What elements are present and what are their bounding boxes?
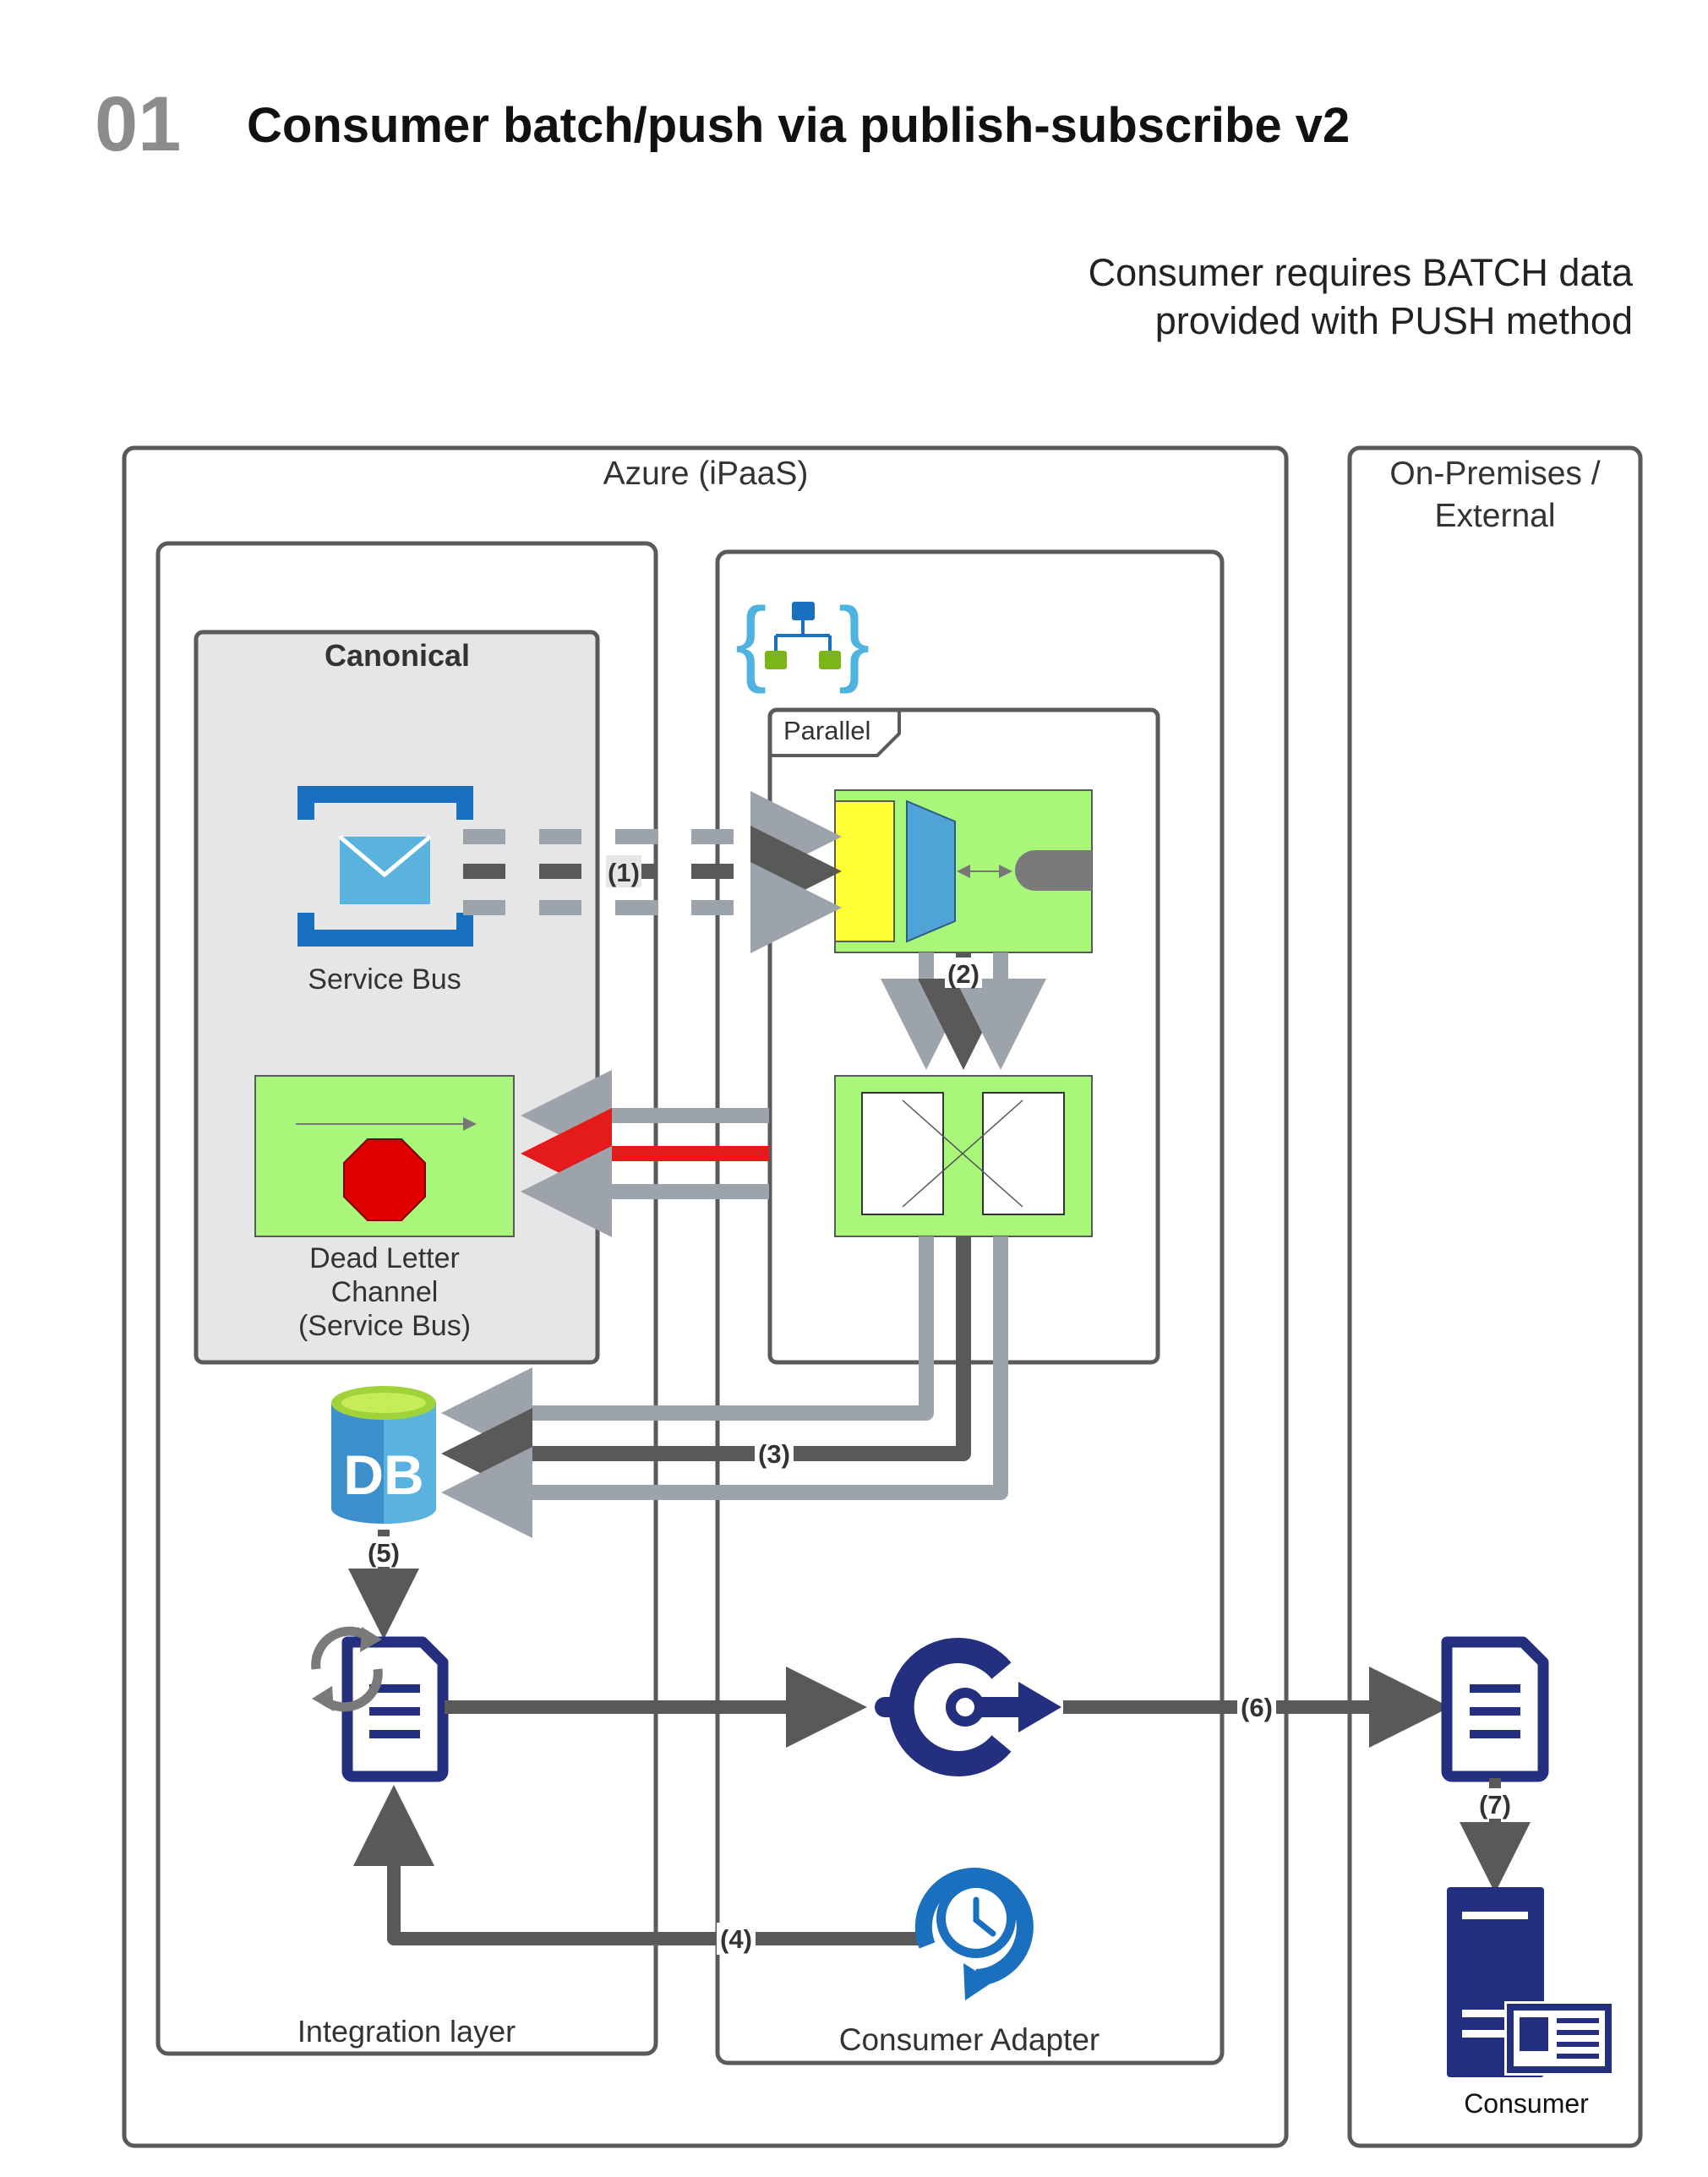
consumer-adapter-zone bbox=[715, 549, 1225, 2065]
consumer-adapter-label: Consumer Adapter bbox=[839, 2022, 1100, 2057]
consumer-server-icon bbox=[1447, 1887, 1614, 2077]
message-router bbox=[834, 1075, 1093, 1237]
svg-text:{: { bbox=[735, 588, 767, 694]
flow-step-1 bbox=[463, 791, 842, 953]
parallel-label: Parallel bbox=[783, 716, 870, 745]
stop-icon bbox=[343, 1138, 426, 1221]
consumer-label: Consumer bbox=[1464, 2088, 1589, 2119]
service-bus-icon bbox=[297, 786, 473, 947]
step-3-label-bg bbox=[755, 1438, 794, 1470]
consumer-document-icon bbox=[1441, 1636, 1549, 1782]
step-7-label: (7) bbox=[1479, 1790, 1511, 1820]
parallel-tab bbox=[770, 710, 901, 757]
diagram-number: 01 bbox=[95, 81, 181, 167]
onprem-zone bbox=[1347, 445, 1643, 2148]
step-6-label-bg bbox=[1237, 1691, 1276, 1723]
flow-step-3 bbox=[441, 1236, 1008, 1538]
onprem-zone-label-line1: On-Premises / bbox=[1389, 456, 1600, 492]
dead-letter-label-line1: Dead Letter bbox=[309, 1242, 460, 1274]
step-2-label-bg bbox=[945, 958, 982, 988]
onprem-zone-label-line2: External bbox=[1434, 498, 1555, 534]
push-connector-icon bbox=[875, 1638, 1061, 1776]
message-endpoint bbox=[834, 789, 1093, 953]
svg-text:}: } bbox=[838, 588, 870, 694]
azure-zone bbox=[122, 445, 1289, 2148]
flow-step-4 bbox=[353, 1785, 925, 1945]
integration-layer-zone bbox=[156, 541, 658, 2056]
diagram-title: Consumer batch/push via publish-subscrib… bbox=[247, 98, 1350, 153]
clock-icon bbox=[914, 1868, 1034, 2000]
step-7-label-bg bbox=[1476, 1788, 1514, 1819]
integration-layer-label: Integration layer bbox=[297, 2014, 516, 2049]
step-5-label-bg bbox=[365, 1536, 402, 1567]
step-2-label: (2) bbox=[947, 959, 980, 989]
service-bus-label: Service Bus bbox=[308, 963, 461, 996]
step-6-label: (6) bbox=[1241, 1693, 1273, 1722]
canonical-label: Canonical bbox=[325, 638, 470, 673]
step-5-label: (5) bbox=[368, 1538, 400, 1568]
step-4-label-bg bbox=[717, 1923, 756, 1955]
logic-app-icon: { } bbox=[735, 588, 870, 694]
step-4-label: (4) bbox=[720, 1924, 752, 1954]
flow-to-dead-letter bbox=[521, 1070, 769, 1237]
azure-zone-label: Azure (iPaaS) bbox=[603, 456, 809, 492]
diagram-subtitle-line2: provided with PUSH method bbox=[1155, 299, 1633, 342]
diagram-subtitle-line1: Consumer requires BATCH data bbox=[1089, 251, 1634, 294]
step-1-label-bg bbox=[606, 855, 641, 887]
sync-icon bbox=[311, 1626, 383, 1712]
step-3-label: (3) bbox=[758, 1439, 790, 1469]
batch-document-icon bbox=[341, 1636, 449, 1782]
database-label: DB bbox=[343, 1443, 423, 1506]
dead-letter-label-line3: (Service Bus) bbox=[298, 1310, 471, 1342]
dead-letter-label-line2: Channel bbox=[331, 1276, 439, 1308]
step-1-label: (1) bbox=[608, 858, 640, 887]
database-icon bbox=[331, 1386, 436, 1524]
